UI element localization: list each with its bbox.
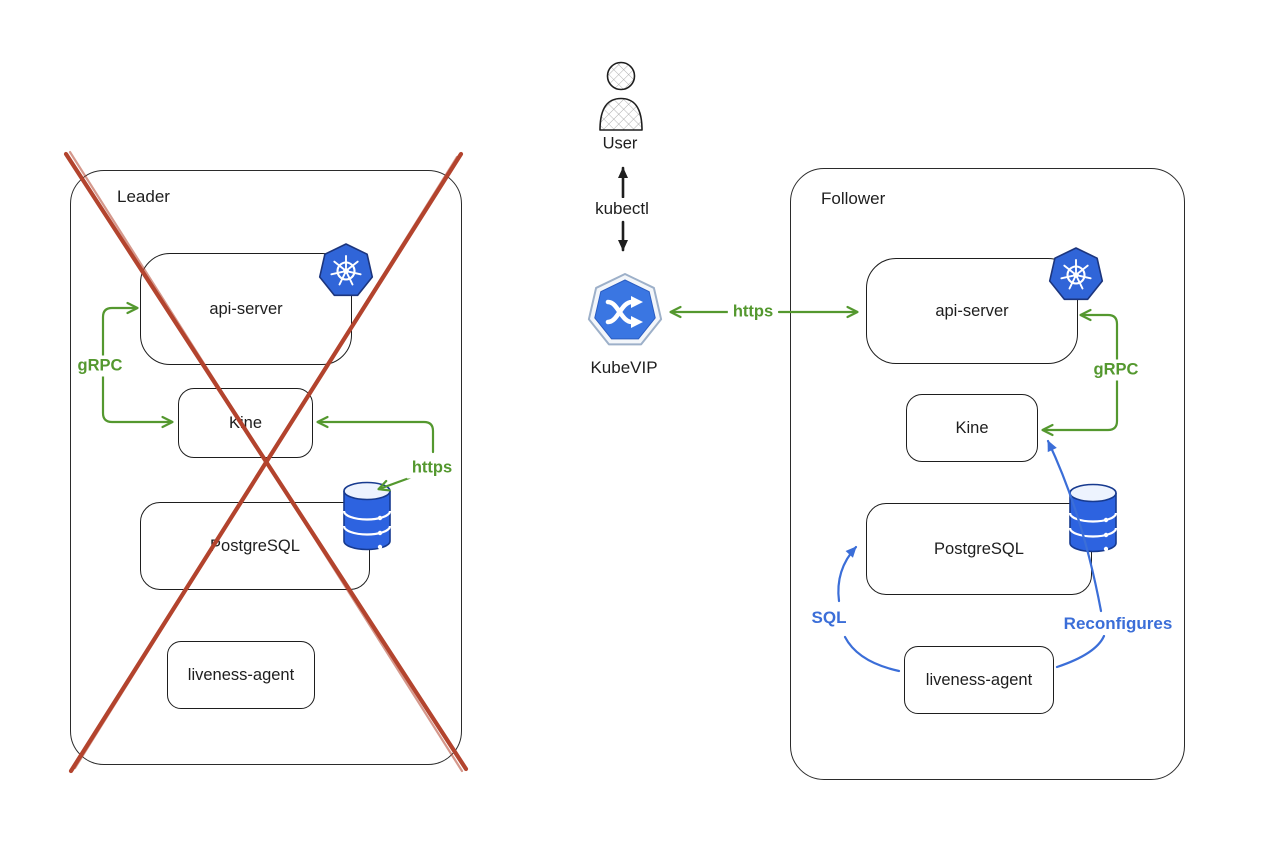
follower-grpc-label: gRPC (1088, 359, 1144, 381)
leader-kine-label: Kine (228, 413, 263, 432)
follower-reconfigures-label: Reconfigures (1058, 613, 1178, 635)
follower-node-container: Follower (790, 168, 1185, 780)
user-label: User (597, 133, 643, 155)
follower-postgresql-box: PostgreSQL (866, 503, 1092, 595)
leader-postgresql-box: PostgreSQL (140, 502, 370, 590)
leader-api-server-label: api-server (209, 299, 283, 318)
follower-api-server-box: api-server (866, 258, 1078, 364)
follower-postgresql-label: PostgreSQL (934, 539, 1024, 558)
kubevip-label: KubeVIP (585, 357, 663, 379)
kubectl-label: kubectl (590, 198, 654, 220)
follower-kine-label: Kine (955, 418, 989, 437)
leader-liveness-agent-label: liveness-agent (187, 665, 295, 684)
follower-sql-label: SQL (806, 607, 852, 629)
leader-api-server-box: api-server (140, 253, 352, 365)
follower-liveness-agent-box: liveness-agent (904, 646, 1054, 714)
leader-liveness-agent-box: liveness-agent (167, 641, 315, 709)
leader-kine-box: Kine (178, 388, 313, 458)
kubevip-icon (587, 273, 663, 346)
user-icon (599, 61, 643, 131)
follower-kine-box: Kine (906, 394, 1038, 462)
leader-title: Leader (117, 187, 170, 206)
leader-postgresql-label: PostgreSQL (210, 536, 300, 555)
follower-title: Follower (821, 189, 886, 208)
center-https-label: https (727, 301, 779, 323)
follower-api-server-label: api-server (935, 301, 1009, 320)
leader-https-label: https (406, 457, 458, 479)
follower-liveness-agent-label: liveness-agent (925, 670, 1033, 689)
leader-grpc-label: gRPC (72, 355, 128, 377)
